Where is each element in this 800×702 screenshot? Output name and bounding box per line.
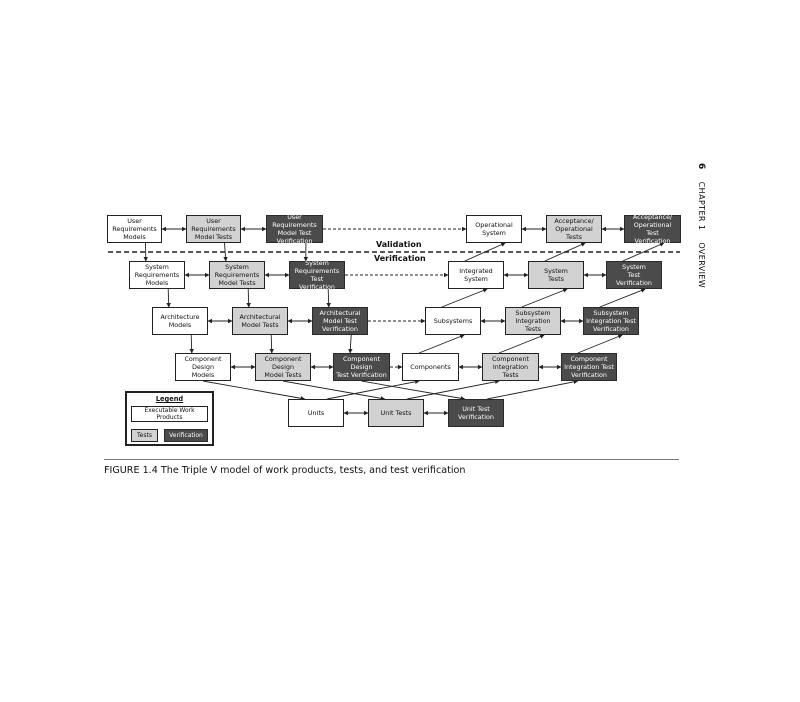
legend: Legend Executable Work Products Tests Ve…: [125, 391, 214, 446]
edge-down-user_req_model_tests-sys_req_model_tests: [223, 242, 228, 262]
verification-label: Verification: [374, 254, 426, 263]
component-integration-test-verification-node: Component Integration Test Verification: [561, 353, 617, 381]
system-requirements-model-tests-node: System Requirements Model Tests: [209, 261, 265, 289]
legend-tests: Tests: [131, 429, 158, 442]
edge-up-components-subsystems: [418, 334, 465, 354]
edge-units-components: [327, 379, 420, 400]
integrated-system-node: Integrated System: [448, 261, 504, 289]
user-requirements-model-test-verification-node: User Requirements Model Test Verificatio…: [266, 213, 323, 245]
caption-rule: [104, 459, 679, 460]
system-tests-node: System Tests: [528, 261, 584, 289]
edge-down-sys_req_model_tests-architectural_model_tests: [246, 288, 251, 308]
units-node: Units: [288, 399, 344, 427]
component-design-model-tests-node: Component Design Model Tests: [255, 353, 311, 381]
edge-up-component_integration_tests-subsystem_integration_tests: [498, 334, 545, 354]
component-integration-tests-node: Component Integration Tests: [482, 353, 539, 381]
figure-caption: FIGURE 1.4 The Triple V model of work pr…: [104, 465, 466, 476]
edge-down-sys_req_models-architecture_models: [166, 288, 171, 308]
unit-tests-node: Unit Tests: [368, 399, 424, 427]
subsystems-node: Subsystems: [425, 307, 481, 335]
architectural-model-test-verification-node: Architectural Model Test Verification: [312, 307, 368, 335]
legend-title: Legend: [155, 395, 184, 403]
validation-label: Validation: [376, 240, 422, 249]
edge-cdmt-unittests: [282, 380, 386, 401]
edge-cdtv-utv: [361, 380, 466, 401]
edge-unittests-cit: [407, 379, 500, 400]
edge-down-architectural_model_tests-component_design_model_tests: [269, 334, 274, 354]
system-test-verification-node: System Test Verification: [606, 261, 662, 289]
component-design-models-node: Component Design Models: [175, 353, 231, 381]
edge-cdm-units: [202, 380, 306, 401]
architecture-models-node: Architecture Models: [152, 307, 208, 335]
edge-up-subsystem_integration_tests-system_tests: [521, 288, 568, 308]
legend-verification: Verification: [164, 429, 208, 442]
acceptance-operational-test-verification-node: Acceptance/ Operational Test Verificatio…: [624, 213, 681, 245]
edge-up-system_test_verif-acceptance_test_verif: [622, 242, 665, 262]
architectural-model-tests-node: Architectural Model Tests: [232, 307, 288, 335]
component-design-test-verification-node: Component Design Test Verification: [333, 353, 390, 381]
user-requirements-model-tests-node: User Requirements Model Tests: [186, 215, 241, 243]
edge-up-component_integration_test_verif-subsystem_integration_test_verif: [577, 334, 623, 354]
system-requirements-models-node: System Requirements Models: [129, 261, 185, 289]
edge-down-architectural_model_test_verif-component_design_test_verif: [348, 334, 353, 354]
acceptance-operational-tests-node: Acceptance/ Operational Tests: [546, 215, 602, 243]
unit-test-verification-node: Unit Test Verification: [448, 399, 504, 427]
edge-up-subsystems-integrated_system: [441, 288, 488, 308]
user-requirements-models-node: User Requirements Models: [107, 215, 162, 243]
operational-system-node: Operational System: [466, 215, 522, 243]
edge-up-system_tests-acceptance_tests: [544, 242, 586, 262]
components-node: Components: [402, 353, 459, 381]
system-requirements-test-verification-node: System Requirements Test Verification: [289, 259, 345, 291]
edge-up-integrated_system-operational_system: [464, 242, 506, 262]
edge-down-architecture_models-component_design_models: [189, 334, 194, 354]
legend-executable-work-products: Executable Work Products: [131, 406, 208, 422]
subsystem-integration-test-verification-node: Subsystem Integration Test Verification: [583, 307, 639, 335]
subsystem-integration-tests-node: Subsystem Integration Tests: [505, 307, 561, 335]
edge-utv-citv: [487, 379, 579, 400]
edge-up-subsystem_integration_test_verif-system_test_verif: [599, 288, 646, 308]
edge-down-sys_req_test_verif-architectural_model_test_verif: [326, 288, 331, 308]
